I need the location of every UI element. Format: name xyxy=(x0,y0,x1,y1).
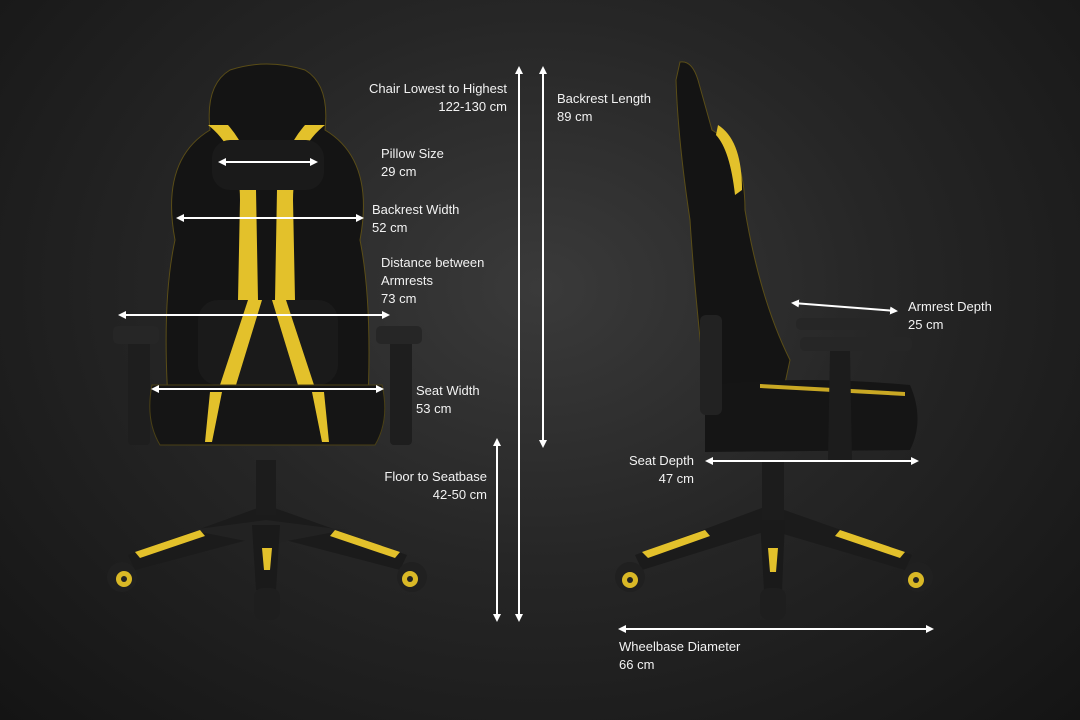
wheel xyxy=(107,562,137,592)
label-text: Wheelbase Diameter xyxy=(619,639,741,654)
pillow-size-label: Pillow Size 29 cm xyxy=(381,145,444,181)
backrest-length-label: Backrest Length 89 cm xyxy=(557,90,651,126)
label-text: Distance between xyxy=(381,255,485,270)
armrest-depth-label: Armrest Depth 25 cm xyxy=(908,298,992,334)
wheel xyxy=(397,562,427,592)
value-text: 42-50 cm xyxy=(432,487,487,502)
label-text: Armrest Depth xyxy=(908,299,992,314)
wheel xyxy=(903,562,933,592)
value-text: 66 cm xyxy=(619,657,655,672)
value-text: 122-130 cm xyxy=(438,99,507,114)
label-text: Seat Width xyxy=(416,383,480,398)
seat-width-label: Seat Width 53 cm xyxy=(416,382,480,418)
wheelbase-label: Wheelbase Diameter 66 cm xyxy=(619,638,740,674)
value-text: 53 cm xyxy=(416,401,452,416)
side-chair-image xyxy=(615,61,933,620)
value-text: 52 cm xyxy=(372,220,408,235)
label-text: Backrest Length xyxy=(557,91,651,106)
value-text: 89 cm xyxy=(557,109,593,124)
label-text: Backrest Width xyxy=(372,202,460,217)
backrest-width-label: Backrest Width 52 cm xyxy=(372,201,459,237)
value-text: 29 cm xyxy=(381,164,417,179)
armrest-depth-arrow xyxy=(791,299,898,315)
label-text: Armrests xyxy=(381,273,433,288)
seat-depth-label: Seat Depth 47 cm xyxy=(629,452,694,488)
chair-height-label: Chair Lowest to Highest 122-130 cm xyxy=(369,80,507,116)
value-text: 73 cm xyxy=(381,291,417,306)
wheel xyxy=(615,562,645,592)
label-text: Floor to Seatbase xyxy=(384,469,487,484)
label-text: Pillow Size xyxy=(381,146,444,161)
value-text: 25 cm xyxy=(908,317,944,332)
front-chair-image xyxy=(107,63,427,620)
label-text: Chair Lowest to Highest xyxy=(368,81,507,96)
value-text: 47 cm xyxy=(658,471,694,486)
label-text: Seat Depth xyxy=(628,453,694,468)
armrest-distance-label: Distance between Armrests 73 cm xyxy=(381,254,484,308)
floor-to-seat-label: Floor to Seatbase 42-50 cm xyxy=(384,468,487,504)
